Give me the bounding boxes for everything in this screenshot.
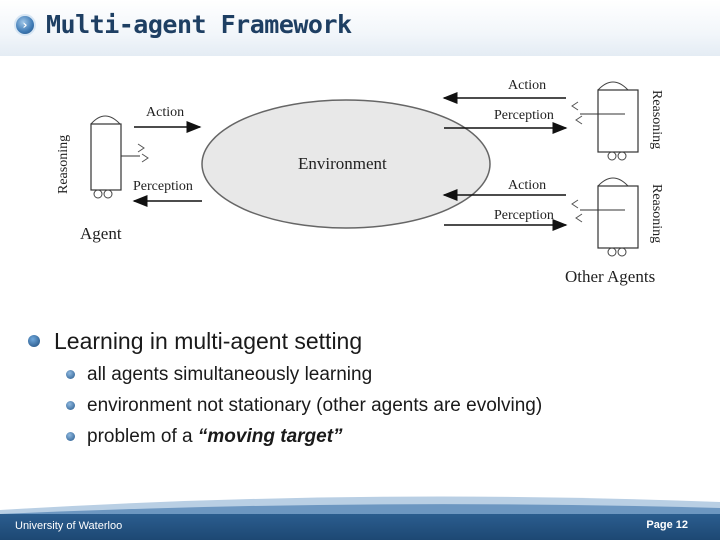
bullet-level-1: Learning in multi-agent setting <box>28 326 708 356</box>
sub-bullet-text: environment not stationary (other agents… <box>87 394 543 416</box>
bullet-icon <box>28 335 40 347</box>
sub-bullet-prefix: problem of a <box>87 425 198 447</box>
other-agent-2-reasoning-label: Reasoning <box>649 184 664 244</box>
environment-ellipse <box>201 99 491 229</box>
emphasis-text: “moving target” <box>197 425 343 447</box>
agent-action-label: Action <box>146 105 185 120</box>
footer-bar <box>0 514 720 540</box>
agent-figure <box>90 115 149 199</box>
chevron-right-icon: › <box>14 13 36 36</box>
sub-bullet-icon <box>66 401 75 410</box>
agent-reasoning-label: Reasoning <box>56 134 71 194</box>
other-agent-2-figure <box>571 177 639 257</box>
page-number: Page 12 <box>646 519 688 531</box>
sub-bullet-text: all agents simultaneously learning <box>87 363 373 385</box>
bullet-main-text: Learning in multi-agent setting <box>54 327 363 354</box>
slide-title: Multi-agent Framework <box>46 10 352 39</box>
title-row: › Multi-agent Framework <box>14 10 352 39</box>
other-agent-1-action-label: Action <box>508 78 547 93</box>
other-agents-label: Other Agents <box>565 267 656 286</box>
footer-organization: University of Waterloo <box>15 520 123 532</box>
agent-perception-label: Perception <box>133 179 193 194</box>
bullet-list: Learning in multi-agent setting all agen… <box>28 326 708 452</box>
header-band <box>0 0 720 56</box>
other-agent-1-figure <box>571 81 639 161</box>
sub-bullet: all agents simultaneously learning <box>28 359 708 390</box>
diagram-graphics <box>90 81 639 257</box>
sub-bullet-icon <box>66 432 75 441</box>
sub-bullet-icon <box>66 370 75 379</box>
multi-agent-diagram: Environment Reasoning Action Perception … <box>0 60 720 300</box>
sub-bullet: problem of a “moving target” <box>28 421 708 452</box>
environment-label: Environment <box>298 154 387 173</box>
sub-bullet-text: problem of a “moving target” <box>87 426 343 448</box>
other-agent-1-reasoning-label: Reasoning <box>649 90 664 150</box>
other-agent-2-action-label: Action <box>508 178 547 193</box>
agent-label: Agent <box>80 224 122 243</box>
other-agent-1-perception-label: Perception <box>494 108 554 123</box>
sub-bullet: environment not stationary (other agents… <box>28 390 708 421</box>
other-agent-2-perception-label: Perception <box>494 208 554 223</box>
